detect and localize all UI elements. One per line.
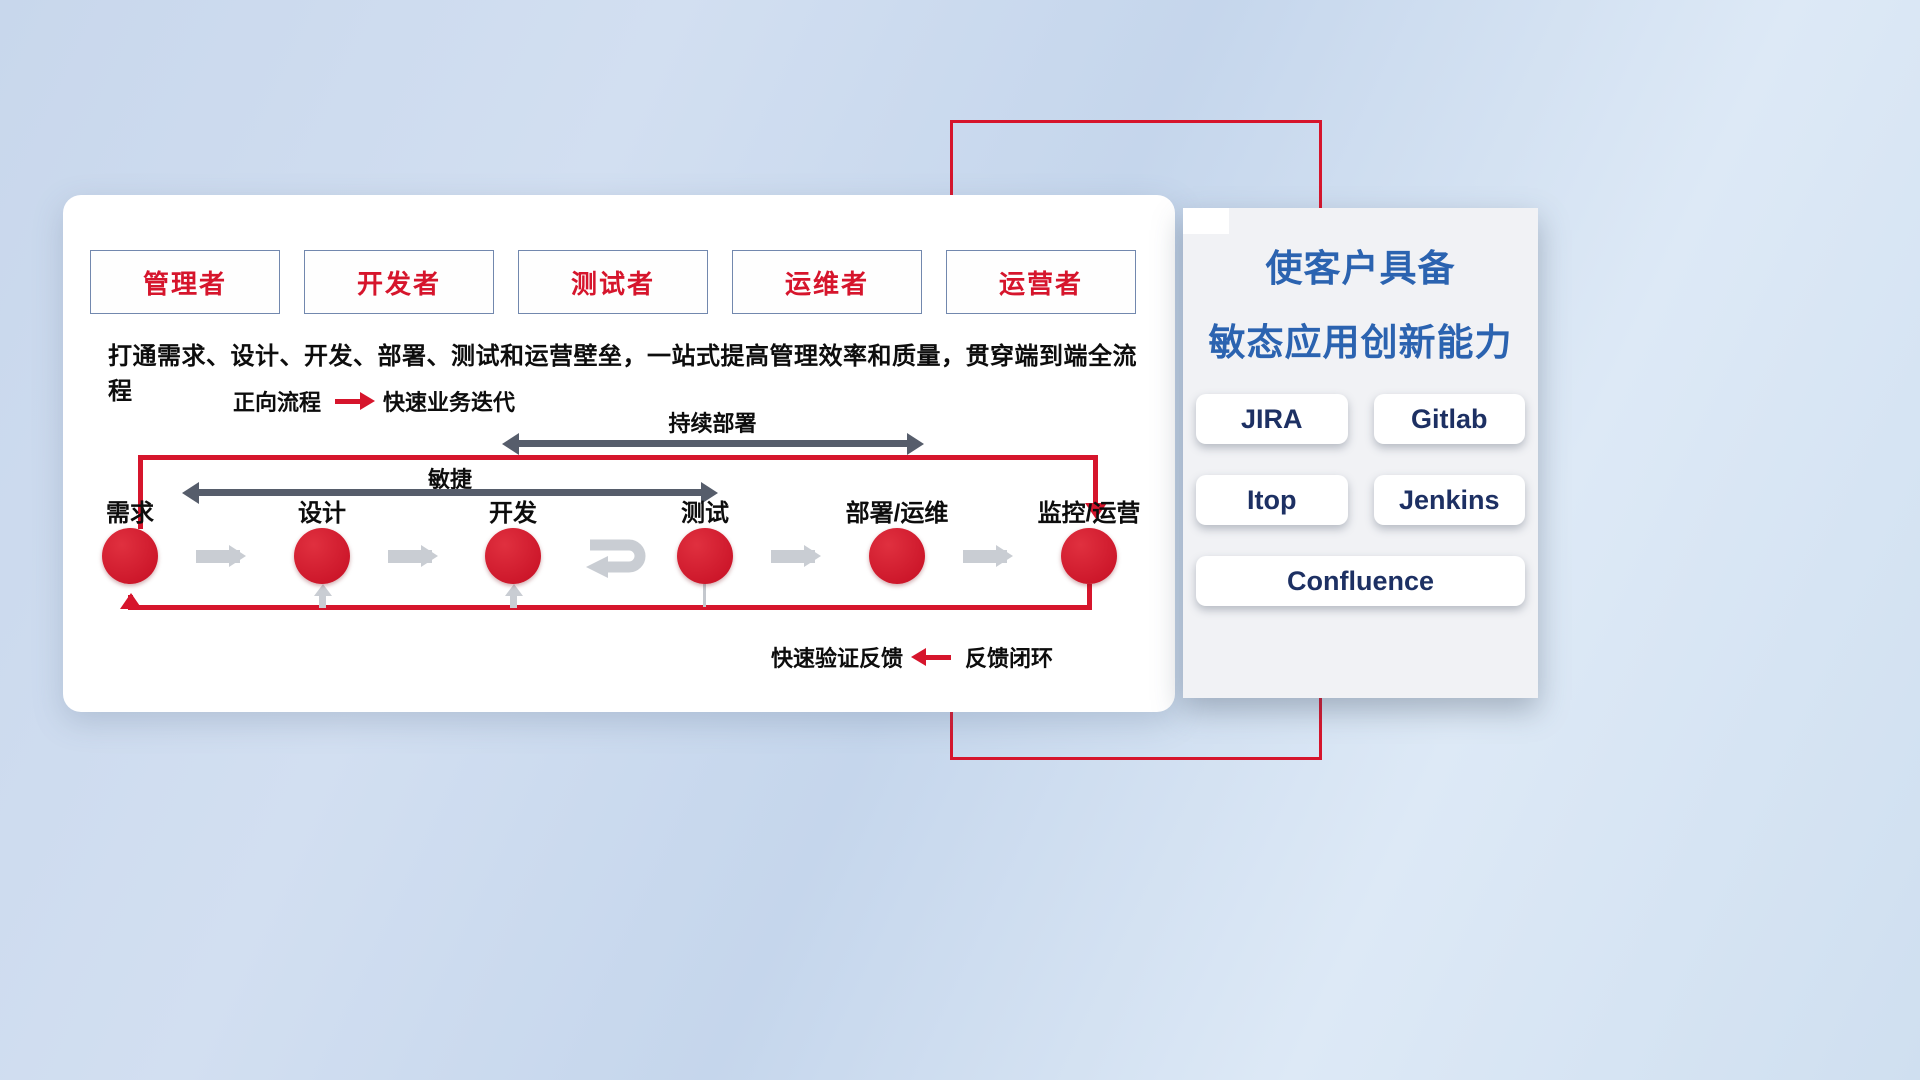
tool-button-gitlab: Gitlab <box>1373 394 1525 444</box>
node-circle-icon <box>102 528 158 584</box>
role-box-ops: 运维者 <box>732 250 922 314</box>
role-label: 开发者 <box>356 268 441 299</box>
agile-double-arrow-icon <box>182 481 718 504</box>
node-monitor-operate: 监控/运营 <box>1019 500 1159 584</box>
role-box-tester: 测试者 <box>518 250 708 314</box>
role-label: 运营者 <box>998 268 1083 299</box>
role-box-operator: 运营者 <box>946 250 1136 314</box>
role-box-developer: 开发者 <box>304 250 494 314</box>
loop-top-line <box>138 455 1098 460</box>
workflow-card: 管理者 开发者 测试者 运维者 运营者 打通需求、设计、开发、部署、测试和运营壁… <box>63 195 1175 712</box>
loop-arrowhead-down-icon <box>1085 503 1107 530</box>
feedback-legend: 快速验证反馈 反馈闭环 <box>771 643 1053 671</box>
node-requirements: 需求 <box>60 500 200 584</box>
node-circle-icon <box>869 528 925 584</box>
loop-bottom-right-vertical <box>1087 584 1092 609</box>
node-circle-icon <box>294 528 350 584</box>
flow-arrow-icon <box>196 545 246 567</box>
forward-flow-value: 快速业务迭代 <box>383 390 516 415</box>
feedback-value: 反馈闭环 <box>965 646 1054 671</box>
flow-arrow-icon <box>388 545 438 567</box>
role-label: 管理者 <box>142 268 227 299</box>
loop-right-vertical <box>1093 455 1098 505</box>
node-development: 开发 <box>443 500 583 584</box>
tool-row: Itop Jenkins <box>1196 475 1525 525</box>
forward-flow-label: 正向流程 <box>233 390 322 415</box>
node-design: 设计 <box>252 500 392 584</box>
tool-button-confluence: Confluence <box>1196 556 1525 606</box>
node-label: 需求 <box>106 500 154 527</box>
feedback-arrow-icon <box>911 648 952 666</box>
tool-button-itop: Itop <box>1196 475 1348 525</box>
node-circle-icon <box>677 528 733 584</box>
continuous-deploy-label: 持续部署 <box>668 411 757 436</box>
tools-panel: 使客户具备 敏态应用创新能力 JIRA Gitlab Itop Jenkins … <box>1183 208 1538 698</box>
role-label: 运维者 <box>784 268 869 299</box>
tool-button-jenkins: Jenkins <box>1373 475 1525 525</box>
feedback-up-arrow-design-icon <box>313 584 332 608</box>
node-label: 部署/运维 <box>845 500 949 527</box>
feedback-label: 快速验证反馈 <box>771 646 904 671</box>
forward-flow-legend: 正向流程 快速业务迭代 <box>233 387 515 415</box>
node-circle-icon <box>1061 528 1117 584</box>
role-box-row: 管理者 开发者 测试者 运维者 运营者 <box>90 250 1136 314</box>
panel-corner-decoration <box>1183 208 1229 234</box>
node-testing: 测试 <box>635 500 775 584</box>
tool-button-jira: JIRA <box>1196 394 1348 444</box>
forward-arrow-icon <box>335 392 376 410</box>
node-deploy-ops: 部署/运维 <box>827 500 967 584</box>
panel-title-line1: 使客户具备 <box>1265 248 1456 289</box>
loop-left-vertical <box>138 455 143 529</box>
continuous-deploy-double-arrow-icon <box>502 432 924 455</box>
role-label: 测试者 <box>570 268 655 299</box>
role-box-manager: 管理者 <box>90 250 280 314</box>
feedback-line-test <box>703 584 706 607</box>
panel-title-line2: 敏态应用创新能力 <box>1208 322 1513 363</box>
iteration-loop-icon <box>574 530 656 587</box>
node-label: 开发 <box>489 500 537 527</box>
tool-row: JIRA Gitlab <box>1196 394 1525 444</box>
feedback-up-arrow-dev-icon <box>504 584 523 608</box>
loop-bottom-line <box>128 605 1092 610</box>
tool-button-grid: JIRA Gitlab Itop Jenkins Confluence <box>1196 394 1525 606</box>
node-circle-icon <box>485 528 541 584</box>
workflow-description: 打通需求、设计、开发、部署、测试和运营壁垒，一站式提高管理效率和质量，贯穿端到端… <box>108 343 1137 405</box>
flow-arrow-icon <box>963 545 1013 567</box>
tool-row: Confluence <box>1196 556 1525 606</box>
flow-arrow-icon <box>771 545 821 567</box>
node-label: 测试 <box>681 500 729 527</box>
node-label: 设计 <box>298 500 346 527</box>
loop-arrowhead-up-icon <box>120 582 142 609</box>
node-label: 监控/运营 <box>1037 500 1141 527</box>
agile-label: 敏捷 <box>427 467 472 492</box>
